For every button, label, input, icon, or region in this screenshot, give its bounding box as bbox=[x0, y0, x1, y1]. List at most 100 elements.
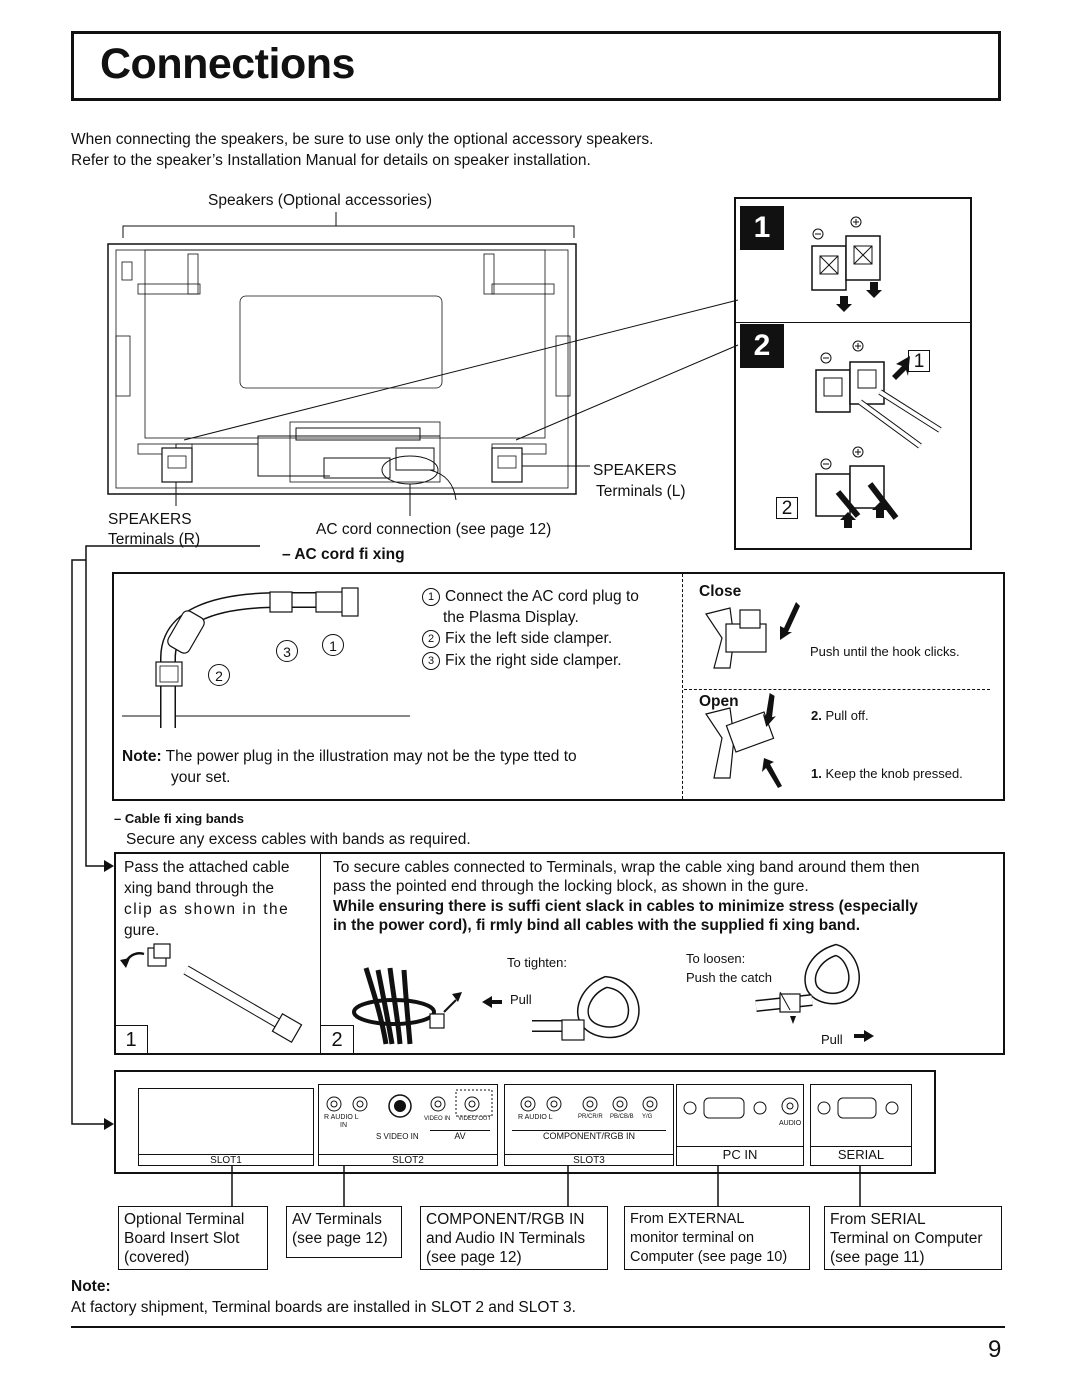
panel-2-label: 2 bbox=[320, 1025, 354, 1055]
cable-bands-heading: – Cable fi xing bands bbox=[114, 811, 245, 826]
ac-step-1-num: 1 bbox=[422, 588, 440, 606]
av-label: AV bbox=[430, 1130, 490, 1141]
videoout-label: VIDEO OUT bbox=[458, 1116, 492, 1122]
slot1-label: SLOT1 bbox=[138, 1154, 314, 1166]
panel-divider bbox=[736, 322, 970, 323]
cable-band-illustrations bbox=[120, 943, 874, 1045]
ac-cord-illustration bbox=[122, 587, 410, 728]
page-number: 9 bbox=[988, 1336, 1002, 1363]
optional-line-3: (covered) bbox=[124, 1249, 190, 1266]
svideo-label: S VIDEO IN bbox=[376, 1132, 419, 1141]
callout-3: 3 bbox=[276, 640, 298, 662]
keep-num: 1. bbox=[811, 766, 822, 781]
external-monitor-callout: From EXTERNAL monitor terminal on Comput… bbox=[624, 1206, 810, 1270]
av-line-1: AV Terminals bbox=[292, 1211, 382, 1228]
to-tighten-label: To tighten: bbox=[507, 955, 567, 970]
pull-label-2: Pull bbox=[821, 1032, 843, 1047]
pc-audio-label: AUDIO bbox=[779, 1120, 802, 1127]
slot3-board bbox=[504, 1084, 674, 1166]
serial-block bbox=[810, 1084, 912, 1166]
ac-step-1b: the Plasma Display. bbox=[443, 609, 579, 626]
ac-step-1: 1 Connect the AC cord plug to bbox=[422, 587, 639, 607]
optional-line-1: Optional Terminal bbox=[124, 1211, 245, 1228]
speaker-steps-panel bbox=[734, 197, 972, 550]
ser-line-2: Terminal on Computer bbox=[830, 1230, 983, 1247]
secure-bold-1: While ensuring there is suffi cient slac… bbox=[333, 898, 918, 915]
step-2-badge: 2 bbox=[740, 324, 784, 368]
pc-in-block bbox=[676, 1084, 804, 1166]
ac-note-2: your set. bbox=[171, 769, 231, 786]
secure-text-2: pass the pointed end through the locking… bbox=[333, 878, 809, 895]
optional-slot-callout: Optional Terminal Board Insert Slot (cov… bbox=[118, 1206, 268, 1270]
comp-line-3: (see page 12) bbox=[426, 1249, 522, 1266]
ac-step-3-text: Fix the right side clamper. bbox=[445, 652, 622, 669]
optional-line-2: Board Insert Slot bbox=[124, 1230, 240, 1247]
keep-text: Keep the knob pressed. bbox=[825, 766, 963, 781]
av-terminals-callout: AV Terminals (see page 12) bbox=[286, 1206, 402, 1258]
pass-text-2: xing band through the bbox=[124, 880, 274, 897]
slot2-board bbox=[318, 1084, 498, 1166]
substep-2-label: 2 bbox=[776, 497, 798, 519]
videoin-label: VIDEO IN bbox=[424, 1116, 451, 1122]
ac-note-label: Note: bbox=[122, 748, 162, 765]
pass-text-1: Pass the attached cable bbox=[124, 859, 290, 876]
slot3-label: SLOT3 bbox=[504, 1154, 674, 1166]
pr-label: PR/CR/R bbox=[578, 1114, 603, 1120]
component-label: COMPONENT/RGB IN bbox=[512, 1130, 666, 1141]
cable-bands-divider bbox=[320, 854, 321, 1053]
ser-line-3: (see page 11) bbox=[830, 1249, 925, 1266]
footer-rule bbox=[71, 1326, 1005, 1328]
speakers-caption: Speakers (Optional accessories) bbox=[208, 192, 432, 209]
comp-line-1: COMPONENT/RGB IN bbox=[426, 1211, 585, 1228]
pull-num: 2. bbox=[811, 708, 822, 723]
component-callout: COMPONENT/RGB IN and Audio IN Terminals … bbox=[420, 1206, 608, 1270]
serial-callout: From SERIAL Terminal on Computer (see pa… bbox=[824, 1206, 1002, 1270]
step-1-badge: 1 bbox=[740, 206, 784, 250]
ext-line-2: monitor terminal on bbox=[630, 1230, 755, 1246]
intro-line-2: Refer to the speaker’s Installation Manu… bbox=[71, 152, 591, 169]
close-text: Push until the hook clicks. bbox=[810, 644, 960, 659]
comp-line-2: and Audio IN Terminals bbox=[426, 1230, 586, 1247]
pull-label: Pull bbox=[510, 992, 532, 1007]
speakers-r-label-2: Terminals (R) bbox=[108, 531, 201, 548]
av-line-2: (see page 12) bbox=[292, 1230, 388, 1247]
ext-line-1: From EXTERNAL bbox=[630, 1211, 745, 1227]
audio-in-label: IN bbox=[340, 1122, 347, 1129]
ac-note-text: The power plug in the illustration may n… bbox=[165, 748, 577, 765]
secure-text-1: To secure cables connected to Terminals,… bbox=[333, 859, 920, 876]
footer-note-label: Note: bbox=[71, 1278, 111, 1295]
ac-fixing-box bbox=[112, 572, 1005, 801]
ac-fixing-divider bbox=[682, 574, 683, 799]
ac-fixing-heading: – AC cord fi xing bbox=[282, 546, 405, 563]
pass-text-3: clip as shown in the bbox=[124, 901, 290, 918]
speakers-l-label: SPEAKERS bbox=[593, 462, 677, 479]
serial-label: SERIAL bbox=[810, 1146, 912, 1162]
ac-step-2-text: Fix the left side clamper. bbox=[445, 630, 613, 647]
pc-in-label: PC IN bbox=[676, 1146, 804, 1162]
ac-step-1-text: Connect the AC cord plug to bbox=[445, 588, 639, 605]
slot2-label: SLOT2 bbox=[318, 1154, 498, 1166]
comp-audio-rl-label: R AUDIO L bbox=[518, 1114, 553, 1121]
ser-line-1: From SERIAL bbox=[830, 1211, 926, 1228]
footer-note-text: At factory shipment, Terminal boards are… bbox=[71, 1299, 576, 1316]
ext-line-3: Computer (see page 10) bbox=[630, 1249, 788, 1265]
pass-text-4: gure. bbox=[124, 922, 160, 939]
secure-bold-2: in the power cord), fi rmly bind all cab… bbox=[333, 917, 861, 934]
keep-pressed-text: 1. Keep the knob pressed. bbox=[811, 765, 963, 782]
terminal-panel bbox=[114, 1070, 936, 1174]
intro-line-1: When connecting the speakers, be sure to… bbox=[71, 131, 654, 148]
close-open-divider bbox=[684, 689, 990, 690]
to-loosen-label: To loosen: bbox=[686, 951, 746, 966]
cable-bands-intro: Secure any excess cables with bands as r… bbox=[126, 831, 471, 848]
ac-note: Note: The power plug in the illustration… bbox=[122, 747, 577, 767]
page-title: Connections bbox=[100, 40, 355, 88]
speaker-terminal-illustration bbox=[811, 216, 942, 528]
speakers-r-label: SPEAKERS bbox=[108, 511, 192, 528]
open-label: Open bbox=[699, 693, 739, 710]
cable-bands-box bbox=[114, 852, 1005, 1055]
ac-cord-connection: AC cord connection (see page 12) bbox=[316, 521, 552, 538]
